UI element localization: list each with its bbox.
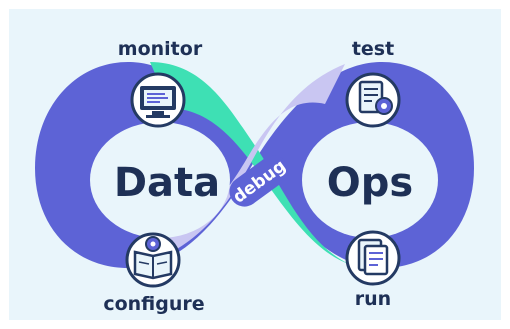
lavender-band: [140, 64, 345, 268]
left-inner-hole: [90, 122, 230, 238]
right-inner-hole: [302, 122, 438, 238]
stage-label-test: test: [352, 38, 394, 60]
debug-crossing: [229, 155, 289, 207]
configure-book-icon: [125, 232, 181, 288]
monitor-icon: [130, 72, 186, 128]
stage-label-monitor: monitor: [118, 38, 203, 60]
center-label-data: Data: [114, 160, 220, 206]
stage-label-run: run: [355, 288, 391, 310]
center-label-ops: Ops: [327, 160, 413, 206]
run-document-icon: [345, 230, 401, 286]
stage-label-configure: configure: [103, 293, 204, 315]
test-gear-icon: [345, 72, 401, 128]
